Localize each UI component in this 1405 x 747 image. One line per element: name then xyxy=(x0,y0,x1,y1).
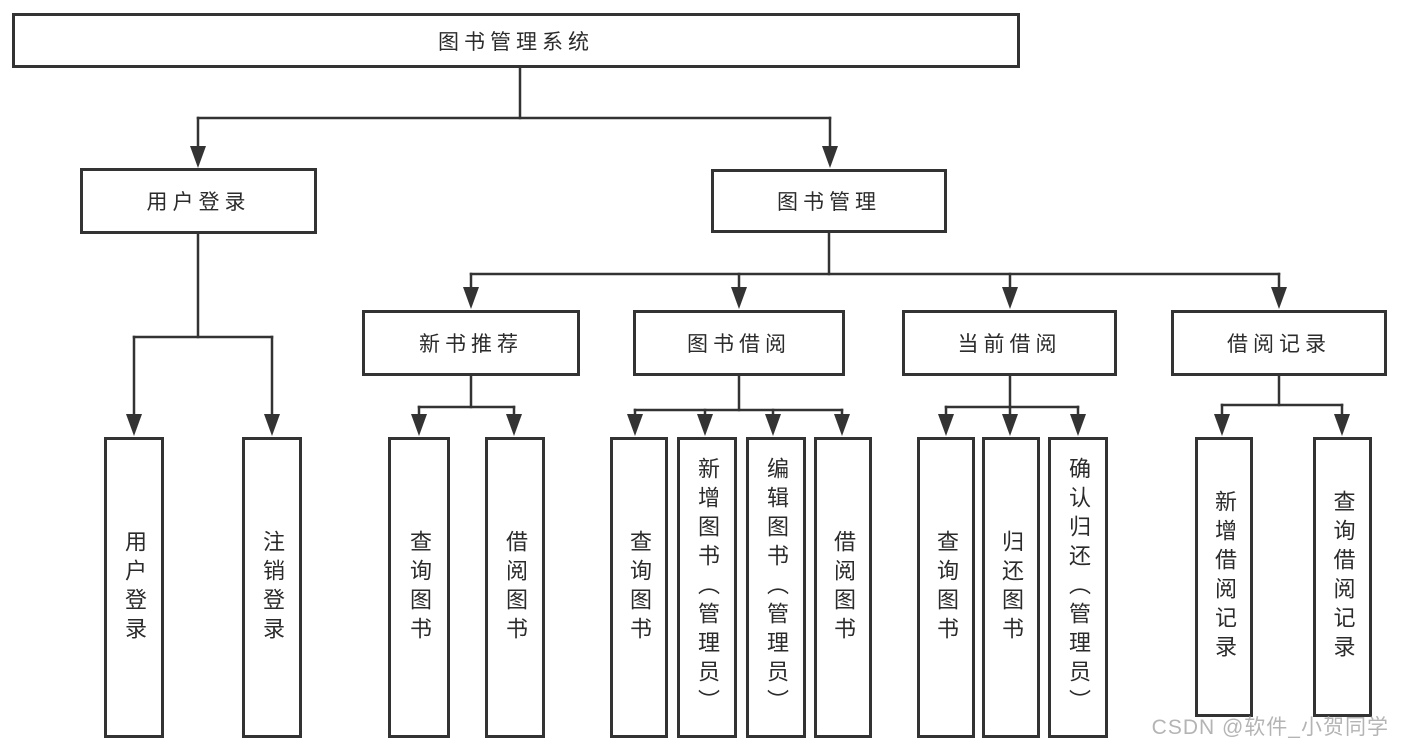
node-new-book-recommend-label: 新书推荐 xyxy=(419,333,523,356)
leaf-record-query-label: 查询借阅记录 xyxy=(1330,490,1356,664)
node-book-management-label: 图书管理 xyxy=(777,191,881,214)
leaf-borrow-query-label: 查询图书 xyxy=(627,529,652,646)
leaf-borrow-query: 查询图书 xyxy=(610,437,668,738)
leaf-current-confirm-admin-label: 确认归还（管理员） xyxy=(1066,457,1091,718)
leaf-newbook-borrow-label: 借阅图书 xyxy=(503,529,528,646)
leaf-current-return: 归还图书 xyxy=(982,437,1040,738)
leaf-newbook-query-label: 查询图书 xyxy=(407,529,432,646)
leaf-record-add-label: 新增借阅记录 xyxy=(1212,490,1237,664)
node-book-management: 图书管理 xyxy=(711,169,947,233)
node-current-borrow: 当前借阅 xyxy=(902,310,1117,376)
node-current-borrow-label: 当前借阅 xyxy=(957,333,1062,356)
leaf-borrow-borrow-label: 借阅图书 xyxy=(831,529,856,646)
node-borrow-record-label: 借阅记录 xyxy=(1227,333,1331,356)
csdn-watermark: CSDN @软件_小贺同学 xyxy=(1151,716,1389,739)
leaf-borrow-edit-admin-label: 编辑图书（管理员） xyxy=(764,457,789,718)
leaf-record-query: 查询借阅记录 xyxy=(1313,437,1372,717)
node-user-login-label: 用户登录 xyxy=(146,191,251,214)
leaf-borrow-borrow: 借阅图书 xyxy=(814,437,872,738)
leaf-record-add: 新增借阅记录 xyxy=(1195,437,1253,717)
node-user-login: 用户登录 xyxy=(80,168,317,234)
node-borrow-record: 借阅记录 xyxy=(1171,310,1387,376)
leaf-current-confirm-admin: 确认归还（管理员） xyxy=(1048,437,1108,738)
leaf-user-login-label: 用户登录 xyxy=(122,529,147,646)
leaf-newbook-borrow: 借阅图书 xyxy=(485,437,545,738)
leaf-logout-label: 注销登录 xyxy=(260,529,285,646)
node-root-label: 图书管理系统 xyxy=(438,30,594,54)
leaf-borrow-add-admin-label: 新增图书（管理员） xyxy=(695,457,720,718)
leaf-current-return-label: 归还图书 xyxy=(999,529,1024,646)
leaf-borrow-edit-admin: 编辑图书（管理员） xyxy=(746,437,806,738)
leaf-logout: 注销登录 xyxy=(242,437,302,738)
leaf-borrow-add-admin: 新增图书（管理员） xyxy=(677,437,737,738)
node-book-borrow-label: 图书借阅 xyxy=(687,333,791,356)
node-new-book-recommend: 新书推荐 xyxy=(362,310,580,376)
leaf-newbook-query: 查询图书 xyxy=(388,437,450,738)
leaf-current-query-label: 查询图书 xyxy=(934,529,959,646)
node-root: 图书管理系统 xyxy=(12,13,1020,68)
leaf-current-query: 查询图书 xyxy=(917,437,975,738)
node-book-borrow: 图书借阅 xyxy=(633,310,845,376)
leaf-user-login: 用户登录 xyxy=(104,437,164,738)
